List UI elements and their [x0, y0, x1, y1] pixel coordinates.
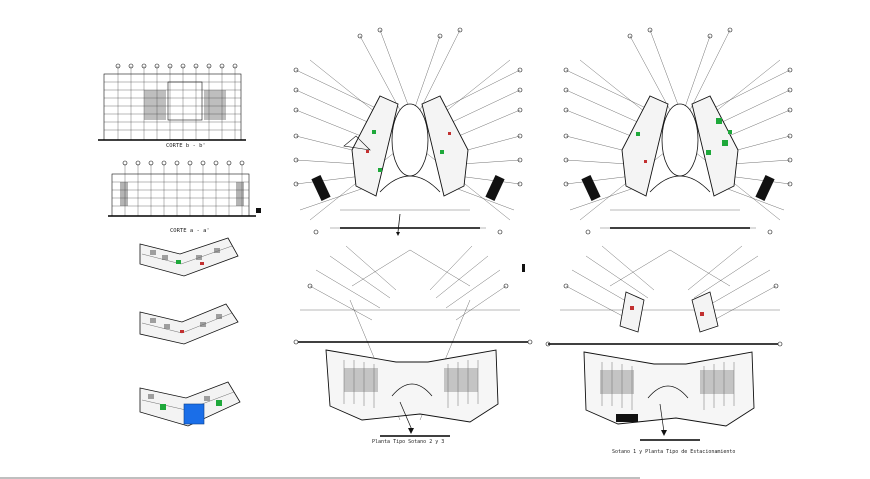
small-plan-2: [139, 303, 239, 345]
caption-basement-1: Sotano 1 y Planta Tipo de Estacionamient…: [612, 449, 736, 455]
small-plan-3: [139, 381, 241, 427]
section-b-drawing: [98, 63, 246, 141]
basement-plan-1: [545, 245, 783, 441]
highlight-core: [183, 403, 205, 425]
caption-section-b: CORTE b - b': [166, 143, 206, 149]
caption-section-a: CORTE a - a': [170, 228, 210, 234]
floor-plan-upper-right: [563, 27, 793, 235]
caption-basement-2-3: Planta Tipo Sotano 2 y 3: [372, 439, 445, 445]
section-a-drawing: [108, 160, 261, 217]
small-plan-1: [139, 237, 239, 277]
basement-plan-2-3: [293, 245, 533, 437]
floor-plan-upper-left: [293, 27, 523, 236]
